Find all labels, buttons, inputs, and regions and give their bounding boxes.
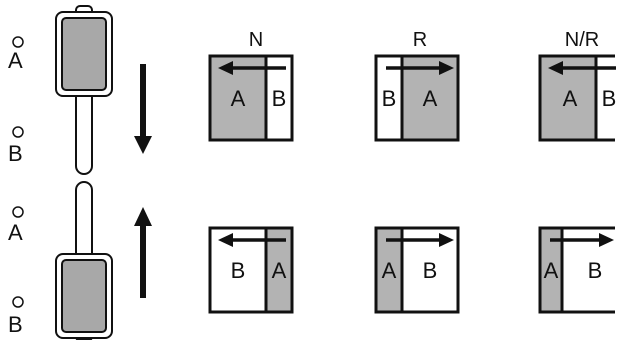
lever-handle [61,17,107,91]
panel-right-label: A [272,258,287,283]
lever-top [55,5,113,175]
arrow-up-icon [134,207,152,298]
panel-right-label: B [602,86,617,111]
circle-icon [12,296,24,308]
arrow-down-icon [134,64,152,154]
arrowhead [548,61,563,75]
panel-bottom-r: A B [374,226,460,314]
panel-frame [374,54,460,142]
panel-bottom-nr: A B [538,226,615,314]
circle-icon [12,206,24,218]
panel-frame [208,226,294,314]
lever-bottom [55,181,113,340]
column-header-r: R [413,29,427,51]
arrowhead [599,233,614,247]
column-header-nr: N/R [565,29,599,51]
panel-top-nr: A B [538,54,617,142]
panel-right-label: B [423,258,438,283]
panel-shaded-region [266,228,292,312]
panel-left-label: A [563,86,578,111]
panel-right-label: B [588,258,603,283]
panel-frame [374,226,460,314]
panel-shaded-region [210,56,266,140]
panel-left-label: A [382,258,397,283]
panel-shaded-region [376,228,402,312]
panel-right-label: B [272,86,287,111]
circle-icon [12,126,24,138]
label-b-top: B [8,141,23,166]
lever-handle [61,259,107,333]
panel-left-label: A [544,258,559,283]
panel-top-n: A B [208,54,294,142]
column-header-n: N [249,29,263,51]
panel-left-label: A [231,86,246,111]
arrowhead [439,61,454,75]
panel-top-r: B A [374,54,460,142]
panel-frame [208,54,294,142]
panel-right-label: A [423,86,438,111]
panel-left-label: B [382,86,397,111]
panel-frame [538,226,615,314]
label-a-top: A [8,48,23,73]
panel-frame [538,54,615,142]
arrowhead [218,233,233,247]
arrowhead [439,233,454,247]
panel-shaded-region [540,56,596,140]
panel-shaded-region [540,228,562,312]
panel-left-label: B [231,258,246,283]
circle-icon [12,36,24,48]
label-a-bottom: A [8,220,23,245]
arrowhead [218,61,233,75]
label-b-bottom: B [8,312,23,337]
lever-rod [75,87,93,175]
panel-bottom-n: B A [208,226,294,314]
